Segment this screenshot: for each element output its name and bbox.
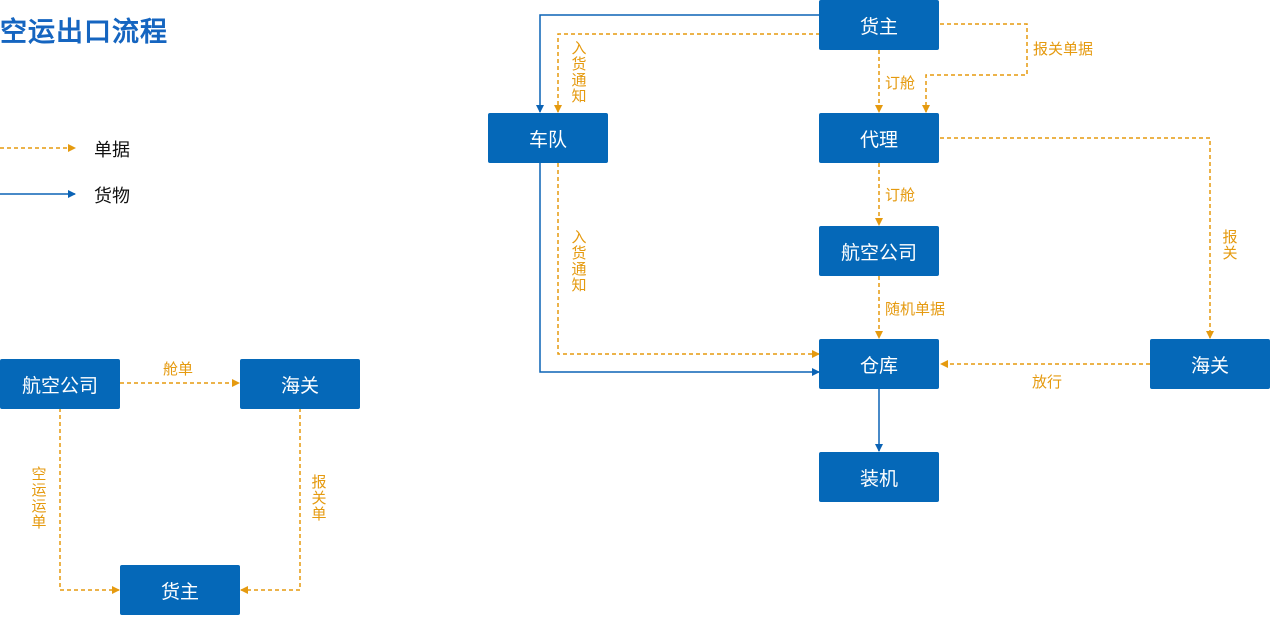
node-airline: 航空公司 [819, 226, 939, 276]
label-flight-docs: 随机单据 [885, 300, 946, 318]
left-node-customs: 海关 [240, 359, 360, 409]
label-air-waybill: 空运运单 [31, 465, 47, 531]
label-manifest: 舱单 [163, 360, 194, 378]
edge-fleet-warehouse-goods [539, 163, 820, 376]
left-node-shipper: 货主 [120, 565, 240, 615]
edge-agent-customs-declare [940, 137, 1214, 339]
edge-fleet-warehouse-notice [557, 163, 820, 358]
label-arrival-notice-top: 入货通知 [571, 39, 587, 105]
label-arrival-notice-mid: 入货通知 [571, 228, 587, 294]
node-shipper: 货主 [819, 0, 939, 50]
node-customs: 海关 [1150, 339, 1270, 389]
legend-doc-label: 单据 [94, 140, 130, 161]
edge-customs-shipper [240, 408, 301, 594]
label-declaration-docs: 报关单 [311, 473, 327, 523]
edge-airline-shipper [59, 408, 120, 594]
legend-goods-label: 货物 [94, 186, 130, 207]
edge-shipper-fleet-notice [554, 33, 820, 113]
label-declare: 报关 [1222, 228, 1238, 262]
node-loading: 装机 [819, 452, 939, 502]
label-booking-1: 订舱 [885, 74, 916, 92]
edge-shipper-fleet-goods [536, 14, 820, 113]
node-warehouse: 仓库 [819, 339, 939, 389]
page-title: 空运出口流程 [0, 17, 168, 48]
label-release: 放行 [1032, 373, 1063, 391]
node-agent: 代理 [819, 113, 939, 163]
edge-shipper-agent-docs [922, 23, 1028, 113]
label-booking-2: 订舱 [885, 186, 916, 204]
node-fleet: 车队 [488, 113, 608, 163]
label-customs-docs: 报关单据 [1033, 40, 1094, 58]
left-node-airline: 航空公司 [0, 359, 120, 409]
